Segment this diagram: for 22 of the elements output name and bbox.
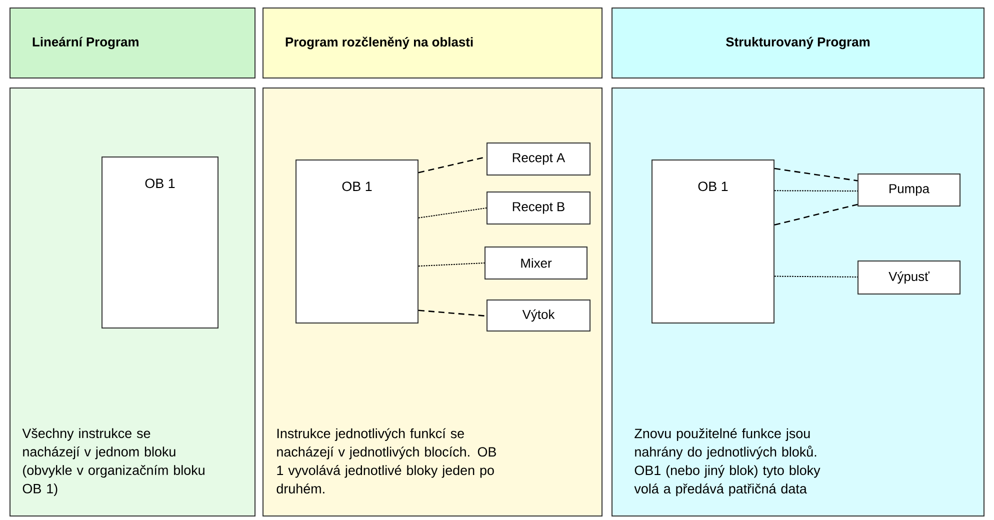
function-block: Pumpa xyxy=(858,174,960,206)
column-header: Lineární Program xyxy=(10,8,256,78)
function-block: Výpusť xyxy=(858,260,960,294)
function-block: Recept A xyxy=(486,142,590,176)
connector-line xyxy=(774,168,858,182)
description-text: Všechny instrukce se nacházejí v jednom bloku (obvykle v organizačním bloku OB 1) xyxy=(22,428,204,496)
function-block: Mixer xyxy=(484,246,588,280)
connector-line xyxy=(774,190,858,192)
connector-line xyxy=(774,204,858,226)
connector-line xyxy=(418,310,487,317)
function-block: Recept B xyxy=(486,192,590,224)
connector-line xyxy=(774,276,858,278)
program-block: OB 1 xyxy=(296,160,418,324)
description-text: Instrukce jednotlivých funkcí se nacházejí v jednotlivých blocích. OB 1 vyvolává jednotlivé bloky jeden po druhém. xyxy=(276,428,496,494)
connector-line xyxy=(418,262,485,267)
description-text: Znovu použitelné funkce jsou nahrány do jednotlivých bloků. OB1 (nebo jiný blok) tyto bloky volá a předává patřičná data xyxy=(634,428,820,496)
function-block: Výtok xyxy=(486,300,590,332)
column-header: Program rozčleněný na oblasti xyxy=(262,8,602,78)
program-block: OB 1 xyxy=(102,156,218,328)
column-header: Strukturovaný Program xyxy=(612,8,984,78)
program-block: OB 1 xyxy=(652,160,774,324)
connector-line xyxy=(418,208,487,218)
